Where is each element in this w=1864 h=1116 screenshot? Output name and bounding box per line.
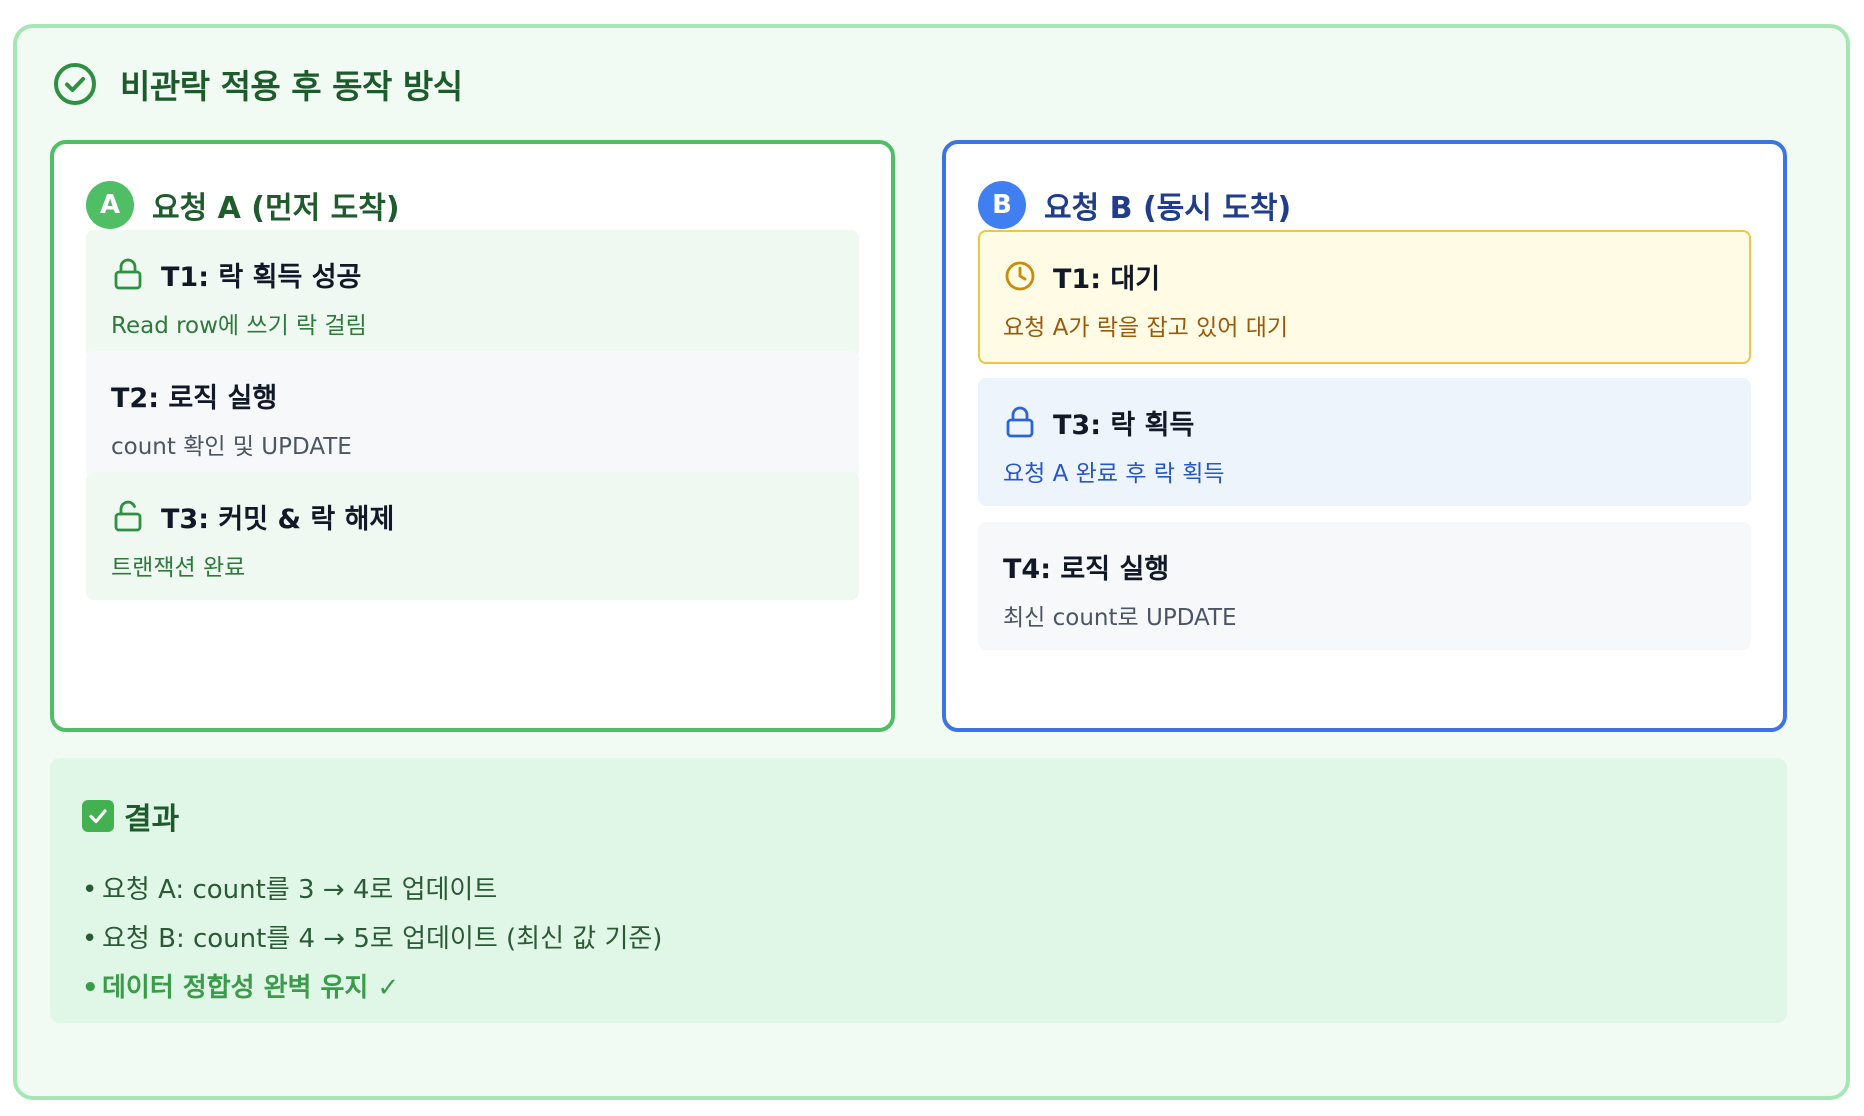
lock-icon xyxy=(1006,406,1034,438)
page-title: 비관락 적용 후 동작 방식 xyxy=(120,67,463,106)
step-desc: 트랜잭션 완료 xyxy=(111,555,246,581)
step-desc: 요청 A 완료 후 락 획득 xyxy=(1003,461,1225,487)
request-a-title: 요청 A (먼저 도착) xyxy=(152,191,400,226)
request-a-card: A 요청 A (먼저 도착) T1: 락 획득 성공 Read row에 쓰기 … xyxy=(50,140,895,732)
request-b-header: B 요청 B (동시 도착) xyxy=(978,180,1291,230)
step-title: T3: 락 획득 xyxy=(1053,409,1195,441)
request-a-step-2: T2: 로직 실행 count 확인 및 UPDATE xyxy=(86,351,859,479)
request-b-card: B 요청 B (동시 도착) T1: 대기 요청 A가 락을 잡고 있어 대기 … xyxy=(942,140,1787,732)
request-b-badge: B xyxy=(978,181,1026,229)
request-b-title: 요청 B (동시 도착) xyxy=(1044,191,1292,226)
clock-icon xyxy=(1005,261,1035,291)
heading: 비관락 적용 후 동작 방식 xyxy=(52,54,463,114)
result-title: 결과 xyxy=(124,802,180,837)
request-a-header: A 요청 A (먼저 도착) xyxy=(86,180,400,230)
request-b-step-2: T3: 락 획득 요청 A 완료 후 락 획득 xyxy=(978,378,1751,506)
step-desc: 요청 A가 락을 잡고 있어 대기 xyxy=(1003,315,1289,341)
request-a-step-1: T1: 락 획득 성공 Read row에 쓰기 락 걸림 xyxy=(86,230,859,358)
lock-icon xyxy=(114,258,142,290)
request-a-step-3: T3: 커밋 & 락 해제 트랜잭션 완료 xyxy=(86,472,859,600)
step-title: T2: 로직 실행 xyxy=(111,382,278,414)
request-b-step-3: T4: 로직 실행 최신 count로 UPDATE xyxy=(978,522,1751,650)
step-title: T3: 커밋 & 락 해제 xyxy=(161,503,395,535)
step-title: T4: 로직 실행 xyxy=(1003,553,1170,585)
result-list: •요청 A: count를 3 → 4로 업데이트 •요청 B: count를 … xyxy=(82,866,662,1013)
checkmark-box-icon xyxy=(82,800,114,832)
step-desc: count 확인 및 UPDATE xyxy=(111,434,352,460)
result-box: 결과 •요청 A: count를 3 → 4로 업데이트 •요청 B: coun… xyxy=(50,758,1787,1023)
result-item: •요청 A: count를 3 → 4로 업데이트 xyxy=(82,875,498,905)
unlock-icon xyxy=(114,500,142,532)
step-title: T1: 락 획득 성공 xyxy=(161,261,362,293)
step-desc: 최신 count로 UPDATE xyxy=(1003,605,1237,631)
step-title: T1: 대기 xyxy=(1053,263,1161,295)
step-desc: Read row에 쓰기 락 걸림 xyxy=(111,313,367,339)
request-b-step-1: T1: 대기 요청 A가 락을 잡고 있어 대기 xyxy=(978,230,1751,364)
request-a-badge: A xyxy=(86,181,134,229)
result-header: 결과 xyxy=(82,794,179,838)
result-item-highlight: •데이터 정합성 완벽 유지 ✓ xyxy=(82,973,400,1003)
check-circle-icon xyxy=(54,63,96,105)
result-item: •요청 B: count를 4 → 5로 업데이트 (최신 값 기준) xyxy=(82,924,663,954)
